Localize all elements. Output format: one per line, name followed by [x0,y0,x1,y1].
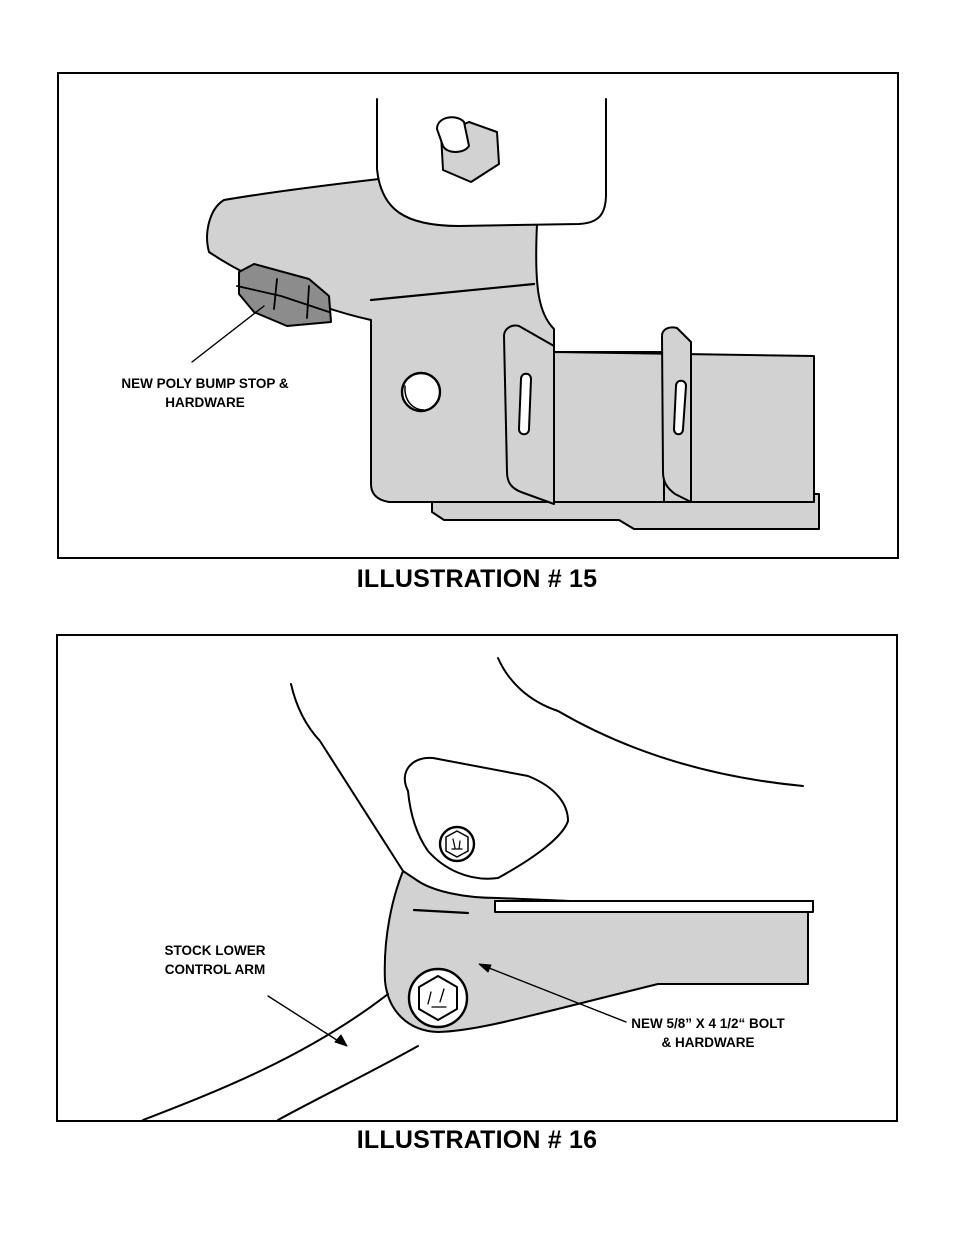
clamp-left-slot [518,372,532,436]
illustration-15-caption: ILLUSTRATION # 15 [356,565,598,593]
frame-bracket [206,178,555,503]
illustration-16-drawing [142,657,814,1120]
gusset-plate [403,756,569,880]
control-arm-callout: STOCK LOWER CONTROL ARM [140,941,290,979]
illustration-16-frame [56,634,898,1122]
frame-outline-left [290,683,404,872]
bump-stop-callout: NEW POLY BUMP STOP & HARDWARE [105,374,305,412]
control-arm-callout-line1: STOCK LOWER [164,943,266,958]
bolt-callout: NEW 5/8” X 4 1/2“ BOLT & HARDWARE [608,1014,808,1052]
bolt-callout-line2: & HARDWARE [661,1035,755,1050]
bump-stop-callout-line1: NEW POLY BUMP STOP & [121,376,289,391]
control-arm-callout-line2: CONTROL ARM [164,962,266,977]
control-arm-leader [267,995,344,1045]
clamp-right-slot [673,379,687,436]
mount-bolt-stud [436,116,470,153]
bump-stop-callout-line2: HARDWARE [165,395,245,410]
bump-stop-leader [191,305,265,363]
illustration-15-drawing [191,98,820,530]
bolt-callout-line1: NEW 5/8” X 4 1/2“ BOLT [631,1016,785,1031]
frame-outline-top [497,657,804,787]
illustration-16-caption: ILLUSTRATION # 16 [356,1126,598,1154]
frame-rail [494,900,814,913]
bolt-leader [483,965,627,1023]
bracket-bolt [400,371,442,413]
illustration-15-frame [57,72,899,559]
lower-control-arm [142,993,389,1120]
